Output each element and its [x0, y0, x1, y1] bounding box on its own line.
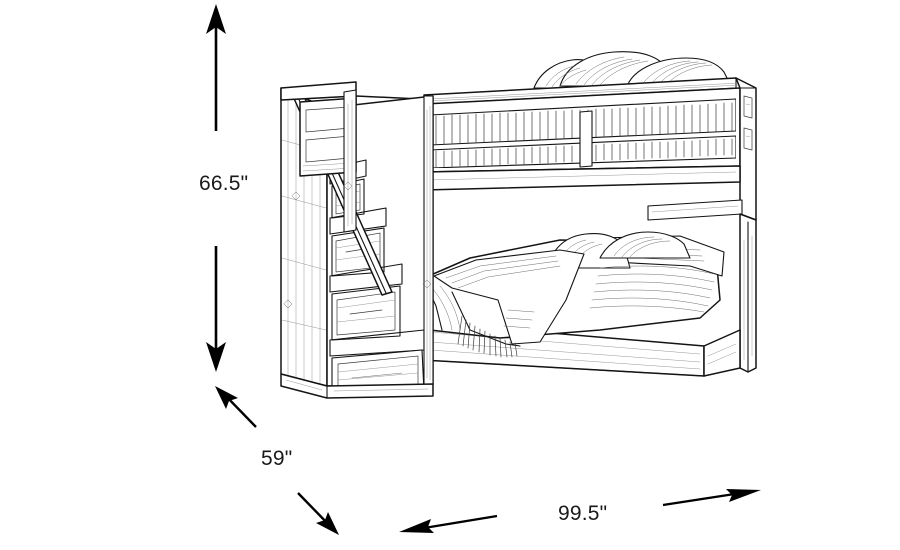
upper-bunk-pillows	[533, 51, 731, 89]
dimension-arrow-depth	[215, 386, 339, 535]
dimension-arrow-width	[399, 489, 761, 533]
dimension-arrow-height	[206, 4, 226, 372]
lower-bunk-rear-slat	[647, 199, 743, 221]
dimension-label-width: 99.5"	[558, 502, 608, 525]
dimension-label-height: 66.5"	[199, 172, 249, 195]
lower-bunk-bedding	[423, 231, 725, 358]
dimension-label-depth: 59"	[261, 447, 293, 470]
stair-to-bed-post	[343, 89, 357, 233]
